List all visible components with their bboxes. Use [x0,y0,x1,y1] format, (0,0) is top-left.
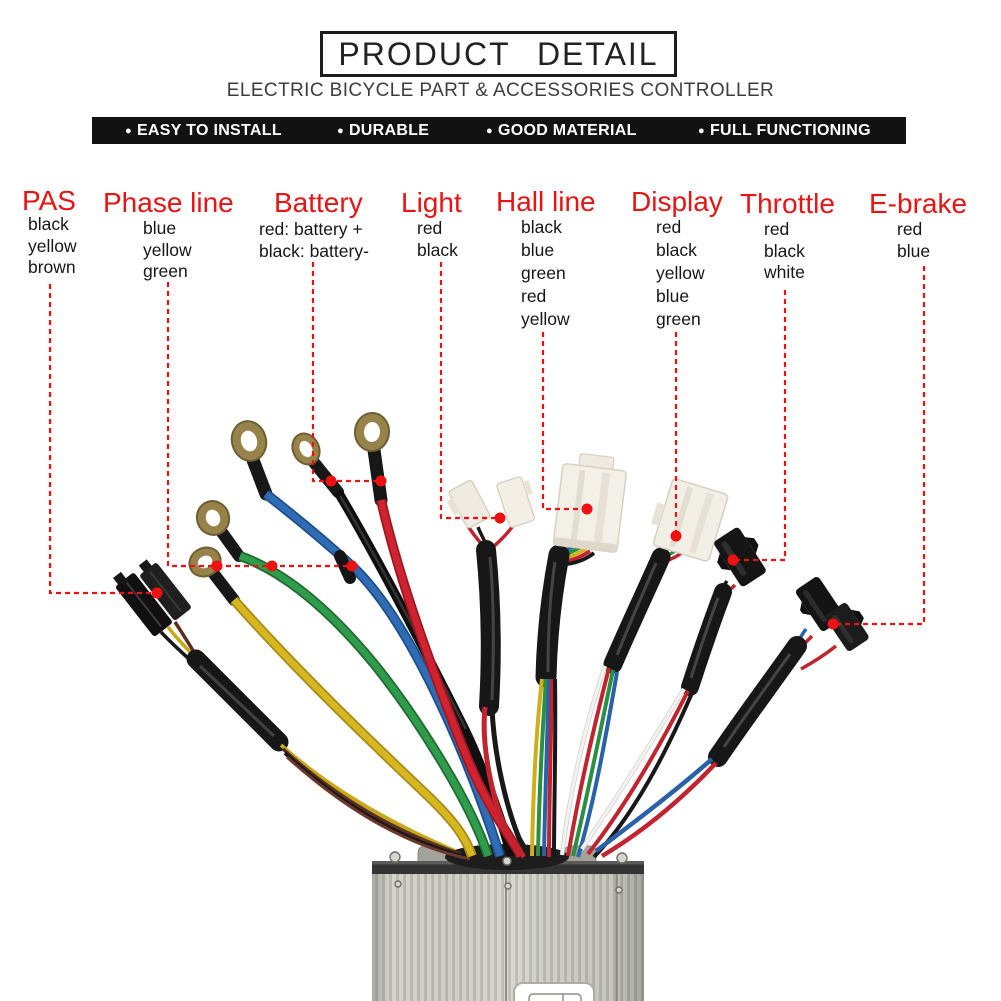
feature-full-functioning: ● FULL FUNCTIONING [698,117,871,144]
light-cable [446,476,535,859]
controller-body [372,844,644,1001]
label-pas-wires: black yellow brown [28,214,77,277]
feature-label: FULL FUNCTIONING [709,121,871,139]
feature-label: EASY TO INSTALL [136,121,282,139]
leader-lines [48,262,926,626]
leader-dots [151,475,839,630]
title-box: PRODUCT DETAIL [320,31,677,77]
page-title: PRODUCT DETAIL [338,35,659,72]
page-subtitle: ELECTRIC BICYCLE PART & ACCESSORIES CONT… [226,80,775,101]
display-cable [559,478,729,858]
label-ebrake: E-brake [869,188,968,219]
leader-battery [311,262,381,483]
leader-hall [541,332,587,511]
label-hall-line: Hall line [496,186,596,217]
pas-connector [113,559,191,637]
phase-battery-wires [188,412,526,859]
ring-terminal-blue [230,420,268,462]
label-display-wires: red black yellow blue green [656,217,705,329]
label-battery: Battery [274,187,363,218]
light-connector [446,476,535,529]
product-sticker [513,982,595,1001]
label-light-wires: red black [417,218,458,260]
bullet-icon: ● [698,124,705,137]
bullet-icon: ● [337,124,344,137]
leader-ebrake [833,266,926,626]
hall-connector [552,453,627,553]
leader-phase [166,282,352,568]
feature-label: DURABLE [348,121,430,139]
label-throttle: Throttle [740,188,835,219]
ring-terminal-green [195,500,231,536]
feature-easy-to-install: ● EASY TO INSTALL [125,117,282,144]
leader-throttle [733,290,787,562]
features-bar: ● EASY TO INSTALL ● DURABLE ● GOOD MATER… [92,117,906,144]
label-display: Display [631,186,723,217]
feature-durable: ● DURABLE [337,117,429,144]
label-pas: PAS [22,185,76,216]
label-light: Light [401,187,462,218]
bullet-icon: ● [125,124,132,137]
label-ebrake-wires: red blue [897,219,931,261]
pas-cable [113,559,471,861]
leader-pas [48,284,157,595]
label-phase-line: Phase line [103,187,234,218]
feature-good-material: ● GOOD MATERIAL [486,117,637,144]
label-phase-wires: blue yellow green [143,218,192,281]
screws [389,851,628,894]
feature-label: GOOD MATERIAL [497,121,637,139]
ring-terminal-red [353,412,391,452]
bullet-icon: ● [486,124,493,137]
label-hall-wires: black blue green red yellow [521,217,570,329]
label-throttle-wires: red black white [764,219,805,282]
leader-light [439,262,500,520]
label-battery-wires: red: battery + black: battery- [259,219,369,261]
ebrake-cable [594,576,869,858]
